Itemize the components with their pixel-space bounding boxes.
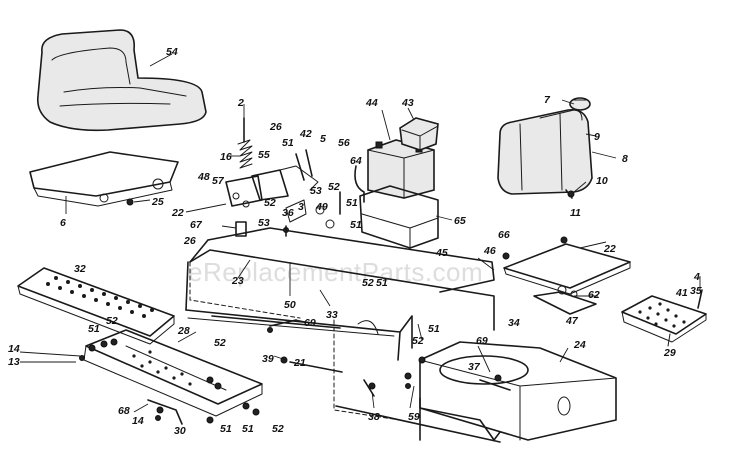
callout-52-b: 52	[328, 181, 340, 193]
callout-51-b: 51	[346, 197, 358, 209]
callout-38: 38	[368, 411, 380, 423]
callout-51-f: 51	[428, 323, 440, 335]
callout-51-d: 51	[376, 277, 388, 289]
callout-49: 49	[315, 201, 328, 213]
callout-48: 48	[197, 171, 210, 183]
callout-21: 21	[293, 357, 306, 369]
callout-51-a: 51	[282, 137, 294, 149]
callout-14-upper: 14	[8, 343, 20, 355]
callout-42: 42	[299, 128, 312, 140]
seat	[36, 29, 207, 132]
watermark-text: eReplacementParts.com	[188, 257, 483, 287]
fuel-line-clip	[565, 189, 575, 199]
fuel-tank	[497, 97, 593, 195]
callout-16: 16	[220, 151, 232, 163]
callout-7: 7	[544, 94, 551, 106]
callout-8: 8	[622, 153, 628, 165]
pedal-plate	[621, 289, 707, 347]
battery-tray	[359, 185, 439, 249]
callout-30: 30	[174, 425, 186, 437]
callout-23: 23	[231, 275, 244, 287]
callout-47: 47	[565, 315, 579, 327]
callout-69-right: 69	[476, 335, 488, 347]
callout-35: 35	[690, 285, 702, 297]
control-rod	[354, 165, 365, 203]
callout-52-c: 52	[362, 277, 374, 289]
callout-14-lower: 14	[132, 415, 144, 427]
callout-22-right: 22	[603, 243, 616, 255]
callout-34: 34	[508, 317, 520, 329]
callout-59: 59	[408, 411, 420, 423]
callout-6: 6	[60, 217, 66, 229]
left-footrest	[83, 329, 263, 425]
callout-2: 2	[237, 97, 244, 109]
callout-4: 4	[693, 271, 700, 283]
leader-lines	[19, 53, 701, 413]
callout-64: 64	[350, 155, 362, 167]
callout-43: 43	[401, 97, 414, 109]
callout-45: 45	[435, 247, 448, 259]
callout-53-upper: 53	[310, 185, 322, 197]
callout-3: 3	[298, 201, 304, 213]
callout-52-e: 52	[214, 337, 226, 349]
callout-65: 65	[454, 215, 466, 227]
battery-cap	[399, 117, 439, 151]
callout-22-left: 22	[171, 207, 184, 219]
left-foot-rail	[17, 267, 175, 345]
callout-25: 25	[151, 196, 164, 208]
callout-33: 33	[326, 309, 338, 321]
callout-66: 66	[498, 229, 510, 241]
callout-51-h: 51	[242, 423, 254, 435]
callout-68: 68	[118, 405, 130, 417]
callout-67: 67	[190, 219, 203, 231]
callout-11: 11	[570, 207, 581, 219]
callout-53-lower: 53	[258, 217, 270, 229]
callout-36: 36	[282, 207, 294, 219]
callout-26-upper: 26	[269, 121, 282, 133]
frame-slots	[187, 315, 395, 337]
callout-62: 62	[588, 289, 600, 301]
right-foot-plate	[503, 243, 631, 315]
callout-26-lower: 26	[183, 235, 196, 247]
seat-mounting-plate	[29, 151, 179, 207]
callout-54: 54	[166, 46, 178, 58]
callout-37: 37	[468, 361, 481, 373]
callout-69-left: 69	[304, 317, 316, 329]
callout-32: 32	[74, 263, 86, 275]
callout-50: 50	[284, 299, 296, 311]
callout-39: 39	[262, 353, 274, 365]
callout-29: 29	[663, 347, 676, 359]
callout-46: 46	[483, 245, 496, 257]
callout-51-c: 51	[350, 219, 362, 231]
callout-41: 41	[675, 287, 688, 299]
callout-51-g: 51	[220, 423, 232, 435]
callout-56: 56	[338, 137, 350, 149]
callout-52-g: 52	[272, 423, 284, 435]
battery	[367, 139, 435, 199]
callout-52-d: 52	[106, 315, 118, 327]
callout-44: 44	[365, 97, 378, 109]
callout-55: 55	[258, 149, 270, 161]
main-frame	[185, 227, 617, 443]
callout-10: 10	[596, 175, 608, 187]
callout-52-f: 52	[412, 335, 424, 347]
callout-51-e: 51	[88, 323, 100, 335]
callout-numbers: 54 6 25 2 16 48 57 22 67 26 53 26 55 51 …	[8, 46, 702, 437]
callout-28: 28	[177, 325, 190, 337]
callout-52-a: 52	[264, 197, 276, 209]
callout-5: 5	[320, 133, 326, 145]
callout-13: 13	[8, 356, 20, 368]
pedal-linkage	[225, 117, 341, 237]
callout-24: 24	[573, 339, 586, 351]
callout-9: 9	[594, 131, 600, 143]
callout-57: 57	[212, 175, 225, 187]
